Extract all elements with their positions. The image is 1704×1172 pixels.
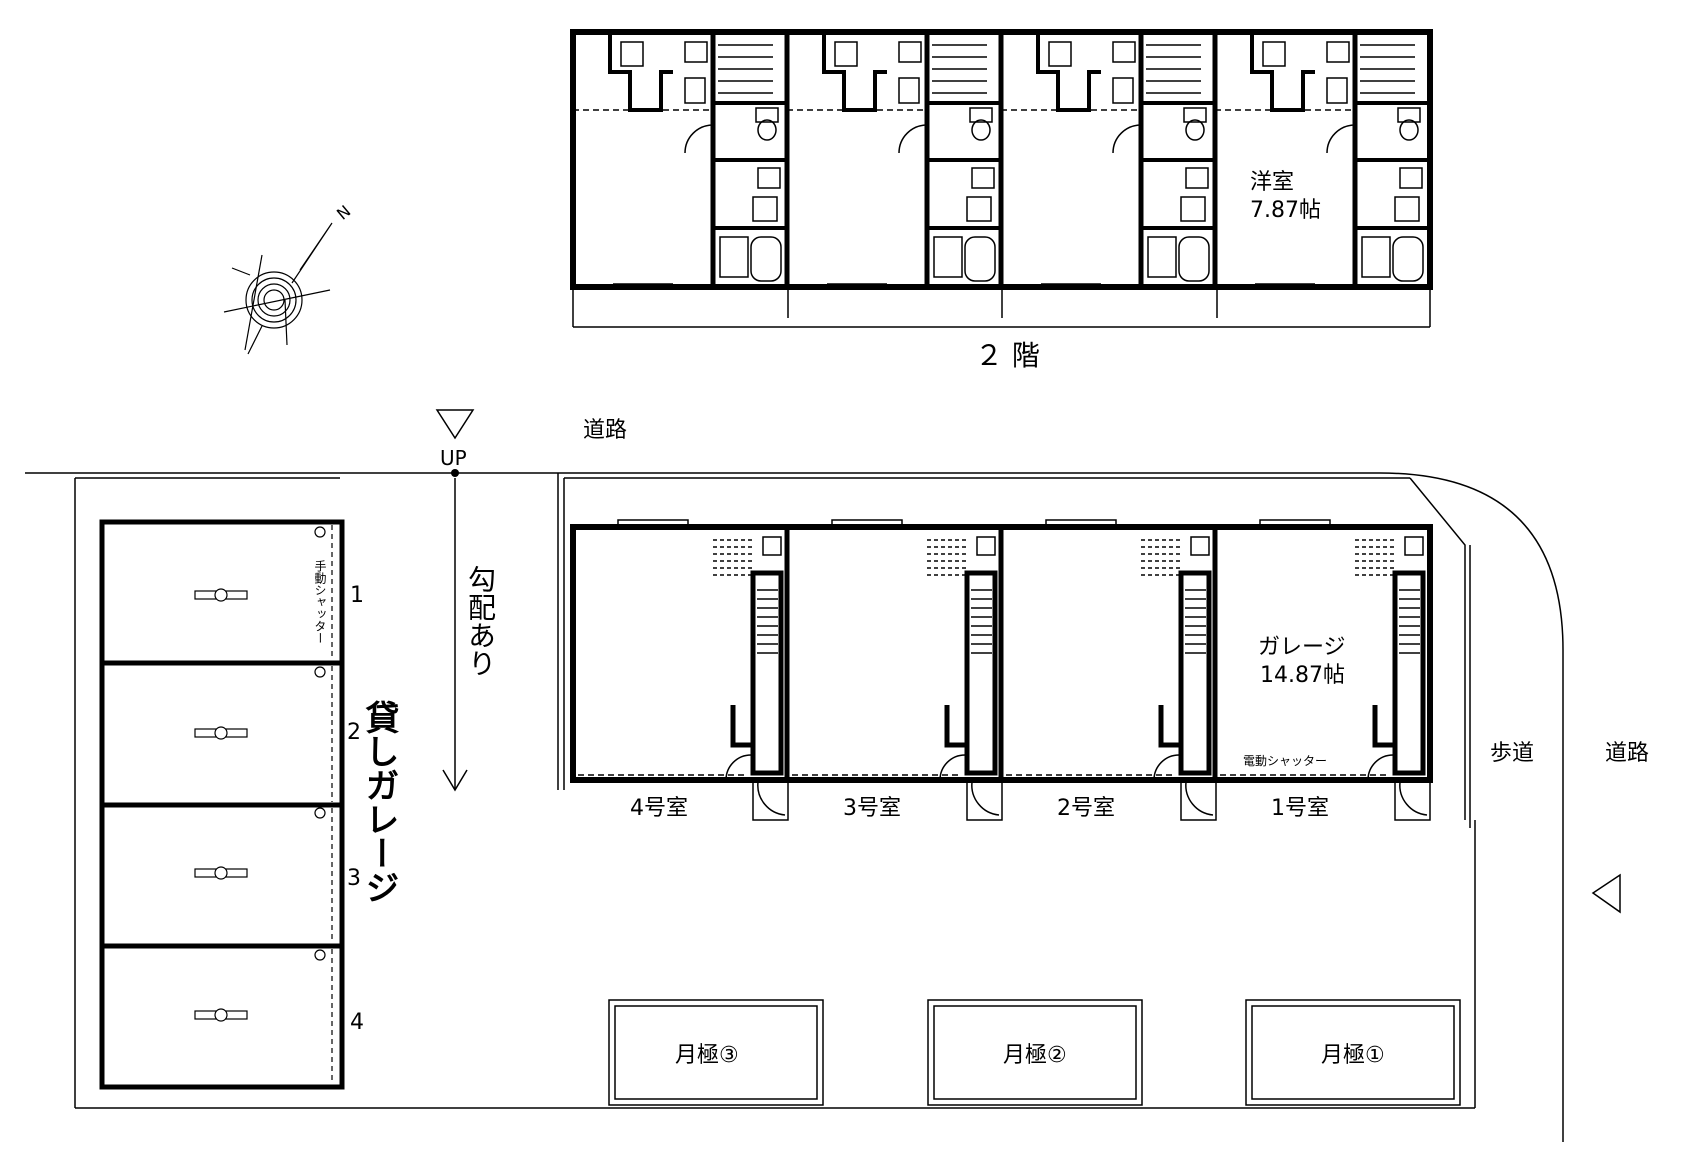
shower-icon bbox=[1147, 236, 1177, 278]
washer-icon bbox=[1180, 196, 1206, 222]
sink-icon bbox=[898, 77, 920, 104]
sink-icon bbox=[684, 77, 706, 104]
washer-icon bbox=[966, 196, 992, 222]
garage-name-label: ガレージ bbox=[1258, 635, 1346, 660]
electric-shutter-label: 電動シャッター bbox=[1243, 754, 1328, 768]
light-icon bbox=[314, 526, 326, 538]
sink-icon bbox=[1048, 41, 1072, 67]
window-icon bbox=[617, 519, 689, 528]
window-icon bbox=[1045, 519, 1117, 528]
sink-icon bbox=[620, 41, 644, 67]
stair-core bbox=[964, 570, 998, 776]
bathtub-icon bbox=[1392, 236, 1424, 282]
washer-icon bbox=[1394, 196, 1420, 222]
garage-size-label: 14.87帖 bbox=[1260, 663, 1345, 688]
room-name-label: 洋室 bbox=[1250, 170, 1295, 195]
shower-icon bbox=[933, 236, 963, 278]
washbasin-icon bbox=[757, 167, 781, 189]
door-icon bbox=[1399, 781, 1428, 816]
monthly-parking-2: 月極② bbox=[1003, 1043, 1067, 1068]
toilet-icon bbox=[1185, 119, 1205, 141]
toilet-icon bbox=[969, 107, 993, 123]
door-icon bbox=[939, 754, 966, 781]
washbasin-icon bbox=[976, 536, 996, 556]
door-icon bbox=[898, 124, 928, 154]
door-icon bbox=[1326, 124, 1356, 154]
toilet-icon bbox=[1183, 107, 1207, 123]
sink-icon bbox=[1262, 41, 1286, 67]
monthly-parking-3: 月極③ bbox=[675, 1043, 739, 1068]
window-icon bbox=[831, 519, 903, 528]
toilet-icon bbox=[755, 107, 779, 123]
door-icon bbox=[725, 754, 752, 781]
stove-icon bbox=[898, 41, 922, 63]
car-icon bbox=[214, 1008, 228, 1022]
washbasin-icon bbox=[971, 167, 995, 189]
shower-icon bbox=[1361, 236, 1391, 278]
car-icon bbox=[214, 866, 228, 880]
door-icon bbox=[1367, 754, 1394, 781]
washbasin-icon bbox=[1190, 536, 1210, 556]
entrance-step bbox=[752, 779, 789, 821]
unit-label-4: 4号室 bbox=[630, 796, 688, 821]
sink-icon bbox=[1326, 77, 1348, 104]
bathtub-icon bbox=[750, 236, 782, 282]
door-icon bbox=[1185, 781, 1214, 816]
sink-icon bbox=[1112, 77, 1134, 104]
shower-icon bbox=[719, 236, 749, 278]
rental-number-2: 2 bbox=[347, 720, 361, 745]
rental-number-1: 1 bbox=[350, 583, 364, 608]
toilet-icon bbox=[971, 119, 991, 141]
bathtub-icon bbox=[964, 236, 996, 282]
car-icon bbox=[214, 726, 228, 740]
unit-label-3: 3号室 bbox=[843, 796, 901, 821]
road-top-label: 道路 bbox=[583, 418, 628, 443]
washbasin-icon bbox=[1185, 167, 1209, 189]
toilet-icon bbox=[1397, 107, 1421, 123]
light-icon bbox=[314, 666, 326, 678]
stove-icon bbox=[1326, 41, 1350, 63]
stove-icon bbox=[684, 41, 708, 63]
manual-shutter-label: 手動シャッター bbox=[313, 560, 327, 644]
floor2-title: ２ 階 bbox=[975, 339, 1040, 372]
door-icon bbox=[971, 781, 1000, 816]
room-size-label: 7.87帖 bbox=[1250, 198, 1321, 223]
toilet-icon bbox=[757, 119, 777, 141]
washbasin-icon bbox=[1404, 536, 1424, 556]
entrance-step bbox=[1180, 779, 1217, 821]
unit-label-2: 2号室 bbox=[1057, 796, 1115, 821]
washer-icon bbox=[752, 196, 778, 222]
compass-icon bbox=[223, 222, 333, 355]
slope-label: 勾配あり bbox=[464, 565, 497, 677]
unit-label-1: 1号室 bbox=[1271, 796, 1329, 821]
stair-core bbox=[750, 570, 784, 776]
car-icon bbox=[214, 588, 228, 602]
washbasin-icon bbox=[1399, 167, 1423, 189]
window-icon bbox=[1259, 519, 1331, 528]
door-icon bbox=[757, 781, 786, 816]
light-icon bbox=[314, 807, 326, 819]
road-right-label: 道路 bbox=[1605, 741, 1650, 766]
bathtub-icon bbox=[1178, 236, 1210, 282]
rental-number-4: 4 bbox=[350, 1010, 364, 1035]
up-label: UP bbox=[440, 446, 467, 470]
door-icon bbox=[684, 124, 714, 154]
monthly-parking-1: 月極① bbox=[1321, 1043, 1385, 1068]
light-icon bbox=[314, 949, 326, 961]
entrance-step bbox=[1394, 779, 1431, 821]
rental-garage-title: 貸しガレージ bbox=[359, 700, 399, 904]
door-icon bbox=[1112, 124, 1142, 154]
toilet-icon bbox=[1399, 119, 1419, 141]
sink-icon bbox=[834, 41, 858, 67]
sidewalk-label: 歩道 bbox=[1490, 741, 1535, 766]
stove-icon bbox=[1112, 41, 1136, 63]
entrance-step bbox=[966, 779, 1003, 821]
washbasin-icon bbox=[762, 536, 782, 556]
door-icon bbox=[1153, 754, 1180, 781]
stair-core bbox=[1178, 570, 1212, 776]
rental-number-3: 3 bbox=[347, 866, 361, 891]
stair-core bbox=[1392, 570, 1426, 776]
